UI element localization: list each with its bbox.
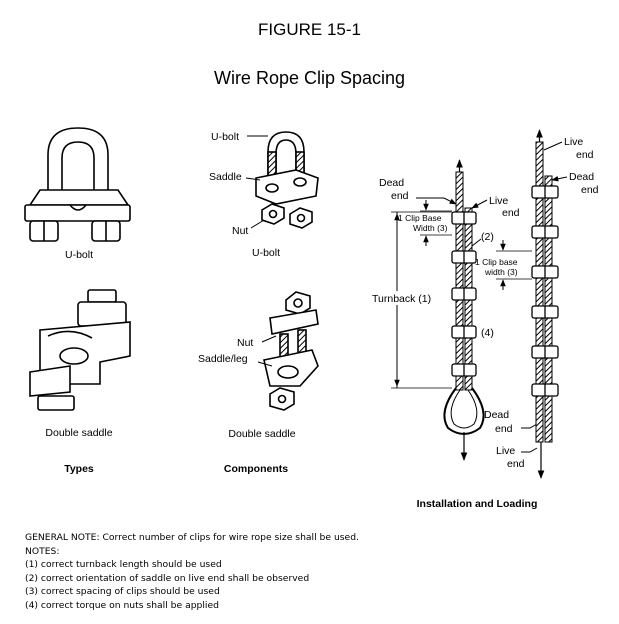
double-saddle-components-illustration (263, 291, 319, 411)
notes-header: NOTES: (25, 545, 60, 557)
comp-ubolt-label: U-bolt (211, 131, 239, 143)
dead-end-bottom-label-2: end (495, 423, 513, 435)
clip-base-width-b-label-2: width (3) (484, 267, 518, 277)
note-item: (1) correct turnback length should be us… (25, 559, 222, 571)
clip-base-width-label-1: 1 Clip Base (398, 213, 442, 223)
types-heading: Types (64, 463, 94, 475)
dead-end-top-label-2: end (391, 190, 409, 202)
dead-end-bottom-label-1: Dead (484, 409, 509, 421)
note-item: (2) correct orientation of saddle on liv… (25, 572, 310, 584)
comp-ubolt-caption: U-bolt (252, 247, 280, 259)
comp-double-saddle-caption: Double saddle (228, 428, 295, 440)
notes-block: GENERAL NOTE: Correct number of clips fo… (25, 531, 605, 613)
figure-number: FIGURE 15-1 (258, 20, 361, 39)
general-note: GENERAL NOTE: Correct number of clips fo… (25, 532, 359, 543)
turnback-label: Turnback (1) (372, 293, 431, 305)
comp-nut-label-2: Nut (237, 337, 253, 349)
live-end-bottom-label-2: end (507, 458, 525, 470)
dead-end-right-label-2: end (581, 184, 599, 196)
live-end-top-label-2: end (576, 149, 594, 161)
figure-title: Wire Rope Clip Spacing (213, 68, 406, 88)
comp-nut-label: Nut (232, 225, 248, 237)
installation-left-assembly (443, 159, 485, 461)
types-ubolt-caption: U-bolt (65, 249, 93, 261)
dead-end-right-label-1: Dead (569, 171, 594, 183)
live-end-mid-label-1: Live (489, 195, 508, 207)
double-saddle-clip-illustration (29, 289, 131, 411)
types-double-saddle-caption: Double saddle (45, 427, 112, 439)
note-4-callout: (4) (481, 327, 494, 339)
dead-end-top-label-1: Dead (379, 177, 404, 189)
ubolt-clip-illustration (24, 127, 131, 242)
installation-right-assembly (531, 129, 559, 479)
components-heading: Components (224, 463, 288, 475)
clip-base-width-b-label-1: 1 Clip base (475, 257, 518, 267)
comp-saddle-label: Saddle (209, 171, 242, 183)
live-end-bottom-label-1: Live (496, 445, 515, 457)
note-item: (3) correct spacing of clips should be u… (25, 586, 220, 598)
ubolt-components-illustration (255, 131, 319, 229)
live-end-top-label-1: Live (564, 136, 583, 148)
note-item: (4) correct torque on nuts shall be appl… (25, 599, 219, 611)
live-end-mid-label-2: end (502, 207, 520, 219)
installation-heading: Installation and Loading (417, 498, 538, 510)
comp-saddle-leg-label: Saddle/leg (198, 353, 248, 365)
note-2-callout: (2) (481, 231, 494, 243)
clip-base-width-label-2: Width (3) (413, 223, 448, 233)
